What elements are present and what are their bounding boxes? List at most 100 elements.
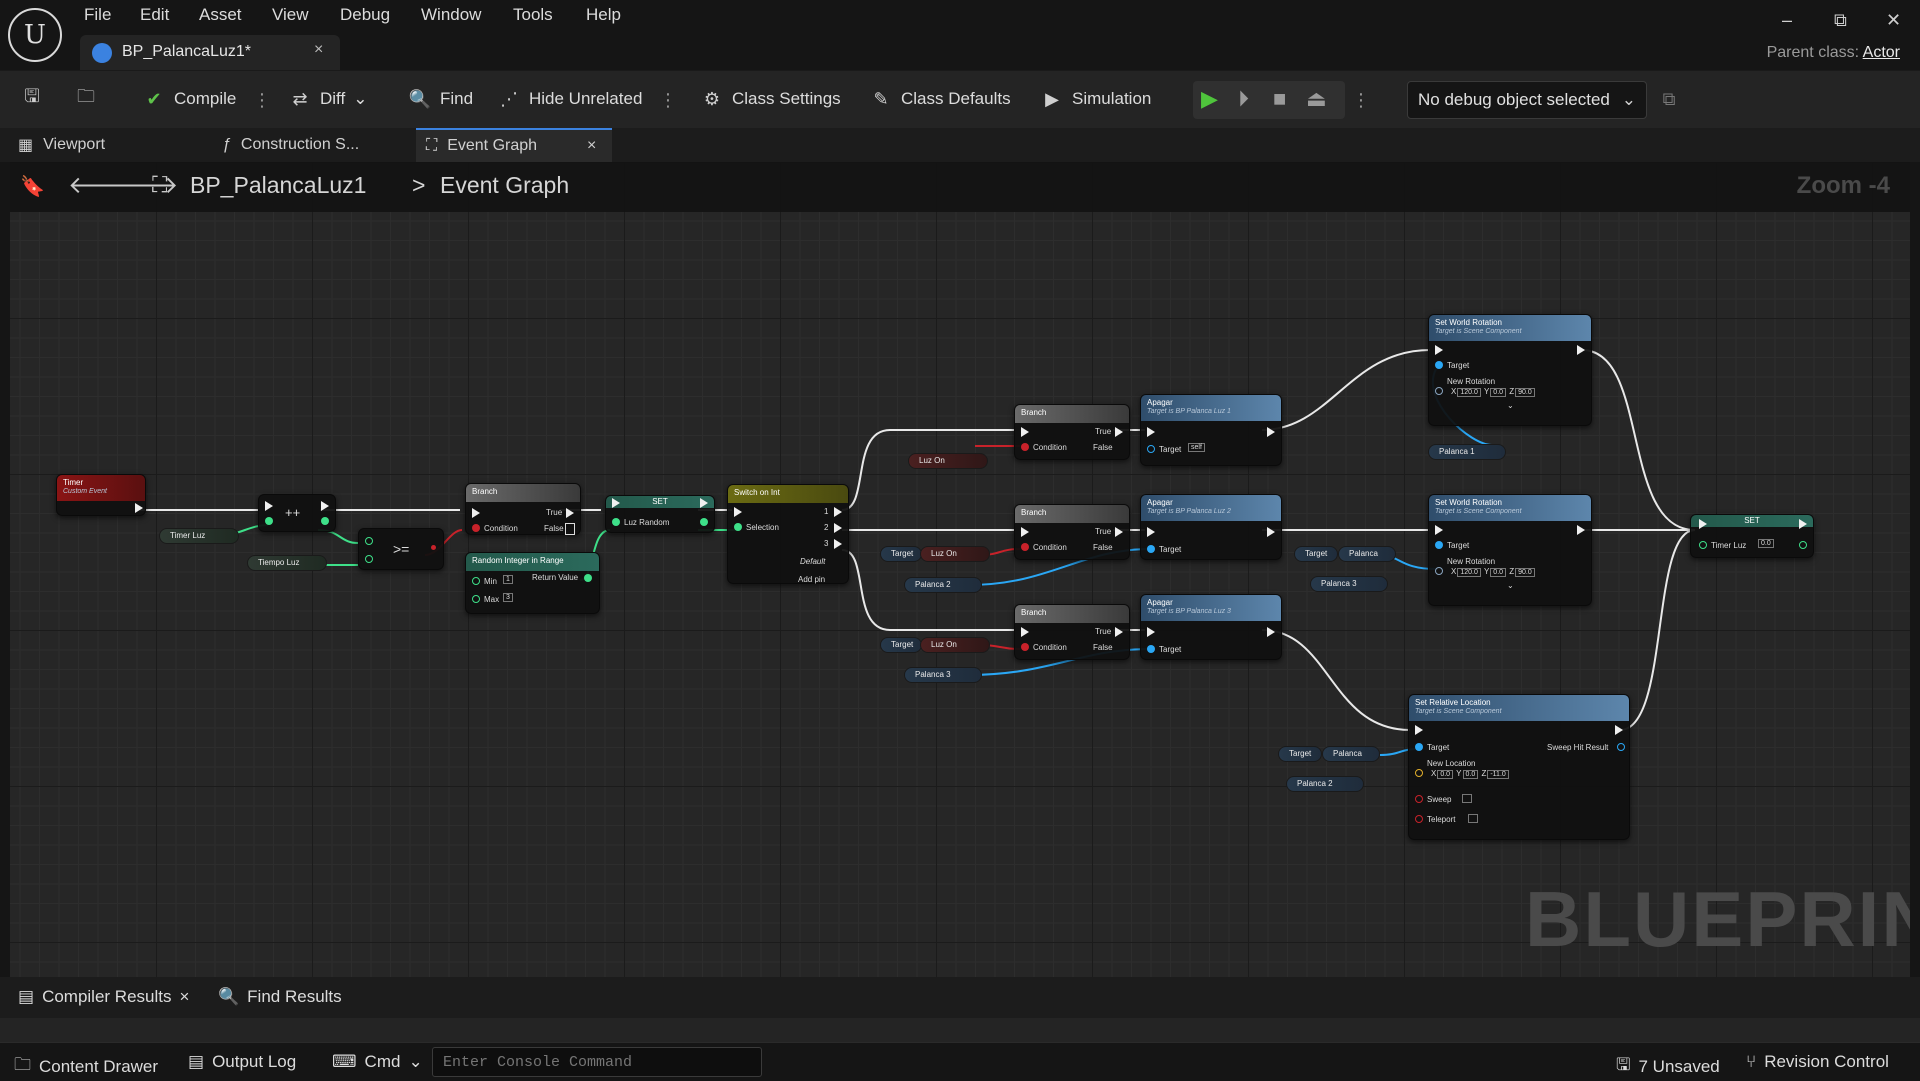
exec-true-pin[interactable] (566, 508, 574, 518)
restore-button[interactable]: ⧉ (1834, 10, 1847, 30)
var-tiempo-luz[interactable]: Tiempo Luz (247, 555, 327, 571)
exec-in-pin[interactable] (1021, 527, 1029, 537)
target-pin[interactable] (1415, 743, 1423, 751)
node-branch-b[interactable]: Branch True Condition False (1014, 504, 1130, 560)
var-palanca-p3[interactable]: Palanca (1338, 546, 1396, 562)
play-icon[interactable]: ▶ (1201, 86, 1218, 111)
exec-out-pin[interactable] (1577, 345, 1585, 355)
exec-out-pin[interactable] (1615, 725, 1623, 735)
sweep-checkbox[interactable] (1462, 794, 1472, 803)
exec-case-1-pin[interactable] (834, 507, 842, 517)
rotation-y-field[interactable]: 0.0 (1490, 568, 1507, 577)
stop-icon[interactable]: ■ (1273, 86, 1287, 111)
add-pin-button[interactable]: Add pin (798, 575, 826, 584)
int-in-pin-b[interactable] (365, 555, 373, 563)
play-options-icon[interactable]: ⋮ (1352, 90, 1370, 110)
teleport-pin[interactable] (1415, 815, 1423, 823)
exec-true-pin[interactable] (1115, 427, 1123, 437)
event-graph-canvas[interactable]: 🔖 🡐 🡒 ⛶ BP_PalancaLuz1 > Event Graph Zoo… (10, 162, 1910, 977)
unreal-logo-icon[interactable]: U (8, 8, 62, 62)
int-in-pin[interactable] (265, 517, 273, 525)
save-button[interactable]: 🖫 (20, 86, 44, 111)
max-pin[interactable] (472, 595, 480, 603)
node-compare[interactable]: >= (358, 528, 444, 570)
node-branch-a[interactable]: Branch True Condition False (1014, 404, 1130, 460)
class-defaults-button[interactable]: ✎Class Defaults (869, 87, 1010, 111)
var-palanca-3[interactable]: Palanca 3 (1310, 576, 1388, 592)
return-value-pin[interactable] (584, 574, 592, 582)
exec-in-pin[interactable] (1435, 525, 1443, 535)
node-random-integer[interactable]: Random Integer in Range Min 1 Return Val… (465, 552, 600, 614)
condition-pin[interactable] (1021, 543, 1029, 551)
exec-in-pin[interactable] (265, 501, 273, 511)
min-value-field[interactable]: 1 (503, 575, 513, 584)
target-self-field[interactable]: self (1188, 443, 1205, 452)
compile-options-icon[interactable]: ⋮ (253, 90, 271, 110)
var-target-b[interactable]: Target (880, 546, 922, 562)
document-tab-close-button[interactable]: × (314, 41, 324, 58)
exec-case-3-pin[interactable] (834, 539, 842, 549)
menu-asset[interactable]: Asset (199, 5, 242, 24)
rotation-z-field[interactable]: 90.0 (1515, 568, 1535, 577)
tab-compiler-results[interactable]: ▤ Compiler Results × (18, 987, 189, 1007)
eject-icon[interactable]: ⏏ (1306, 86, 1327, 111)
expand-chevron-icon[interactable]: ⌄ (1507, 401, 1514, 410)
menu-window[interactable]: Window (421, 5, 482, 24)
timer-luz-in-pin[interactable] (1699, 541, 1707, 549)
menu-edit[interactable]: Edit (140, 5, 170, 24)
var-palanca3-c[interactable]: Palanca 3 (904, 667, 982, 683)
var-target-c[interactable]: Target (880, 637, 922, 653)
breadcrumb-root[interactable]: BP_PalancaLuz1 (190, 172, 367, 198)
var-timer-luz[interactable]: Timer Luz (159, 528, 239, 544)
var-target-p2[interactable]: Target (1278, 746, 1322, 762)
console-command-input[interactable] (432, 1047, 762, 1077)
menu-debug[interactable]: Debug (340, 5, 391, 24)
exec-in-pin[interactable] (1415, 725, 1423, 735)
hide-unrelated-options-icon[interactable]: ⋮ (659, 90, 677, 110)
simulation-button[interactable]: ▶Simulation (1040, 87, 1151, 111)
exec-in-pin[interactable] (734, 507, 742, 517)
location-x-field[interactable]: 0.0 (1437, 770, 1454, 779)
parent-class-link[interactable]: Actor (1862, 44, 1900, 61)
back-arrow-icon[interactable]: 🡐 (68, 172, 133, 199)
tab-compiler-results-close-button[interactable]: × (179, 987, 190, 1006)
forward-arrow-icon[interactable]: 🡒 (114, 172, 179, 199)
browse-button[interactable]: 🗀 (74, 86, 98, 111)
step-icon[interactable]: ⏵ (1238, 86, 1250, 111)
target-pin[interactable] (1147, 445, 1155, 453)
exec-out-pin[interactable] (700, 498, 708, 508)
find-button[interactable]: 🔍Find (408, 87, 473, 111)
exec-in-pin[interactable] (1147, 527, 1155, 537)
revision-control-button[interactable]: ⑂Revision Control (1746, 1052, 1889, 1072)
exec-in-pin[interactable] (1147, 427, 1155, 437)
sweep-hit-pin[interactable] (1617, 743, 1625, 751)
min-pin[interactable] (472, 577, 480, 585)
debug-filter-button[interactable]: ⧉ (1657, 87, 1681, 111)
exec-in-pin[interactable] (472, 508, 480, 518)
target-pin[interactable] (1147, 645, 1155, 653)
exec-true-pin[interactable] (1115, 627, 1123, 637)
new-rotation-pin[interactable] (1435, 387, 1443, 395)
hide-unrelated-button[interactable]: ⋰Hide Unrelated (497, 87, 642, 111)
exec-in-pin[interactable] (612, 498, 620, 508)
exec-out-pin[interactable] (135, 503, 143, 513)
location-y-field[interactable]: 0.0 (1462, 770, 1479, 779)
tab-viewport[interactable]: ▦Viewport (8, 128, 208, 162)
rotation-z-field[interactable]: 90.0 (1515, 388, 1535, 397)
luz-random-in-pin[interactable] (612, 518, 620, 526)
location-z-field[interactable]: -11.0 (1487, 770, 1509, 779)
exec-in-pin[interactable] (1435, 345, 1443, 355)
expand-chevron-icon[interactable]: ⌄ (1507, 581, 1514, 590)
tab-event-graph[interactable]: ⛶Event Graph × (416, 128, 612, 162)
document-tab[interactable]: BP_PalancaLuz1* × (80, 35, 340, 70)
condition-pin[interactable] (472, 524, 480, 532)
debug-object-select[interactable]: No debug object selected ⌄ (1407, 81, 1647, 119)
var-palanca-1[interactable]: Palanca 1 (1428, 444, 1506, 460)
content-drawer-button[interactable]: 🗀Content Drawer (14, 1052, 158, 1081)
exec-out-pin[interactable] (321, 501, 329, 511)
timer-luz-value-field[interactable]: 0.0 (1758, 539, 1774, 548)
int-out-pin[interactable] (321, 517, 329, 525)
